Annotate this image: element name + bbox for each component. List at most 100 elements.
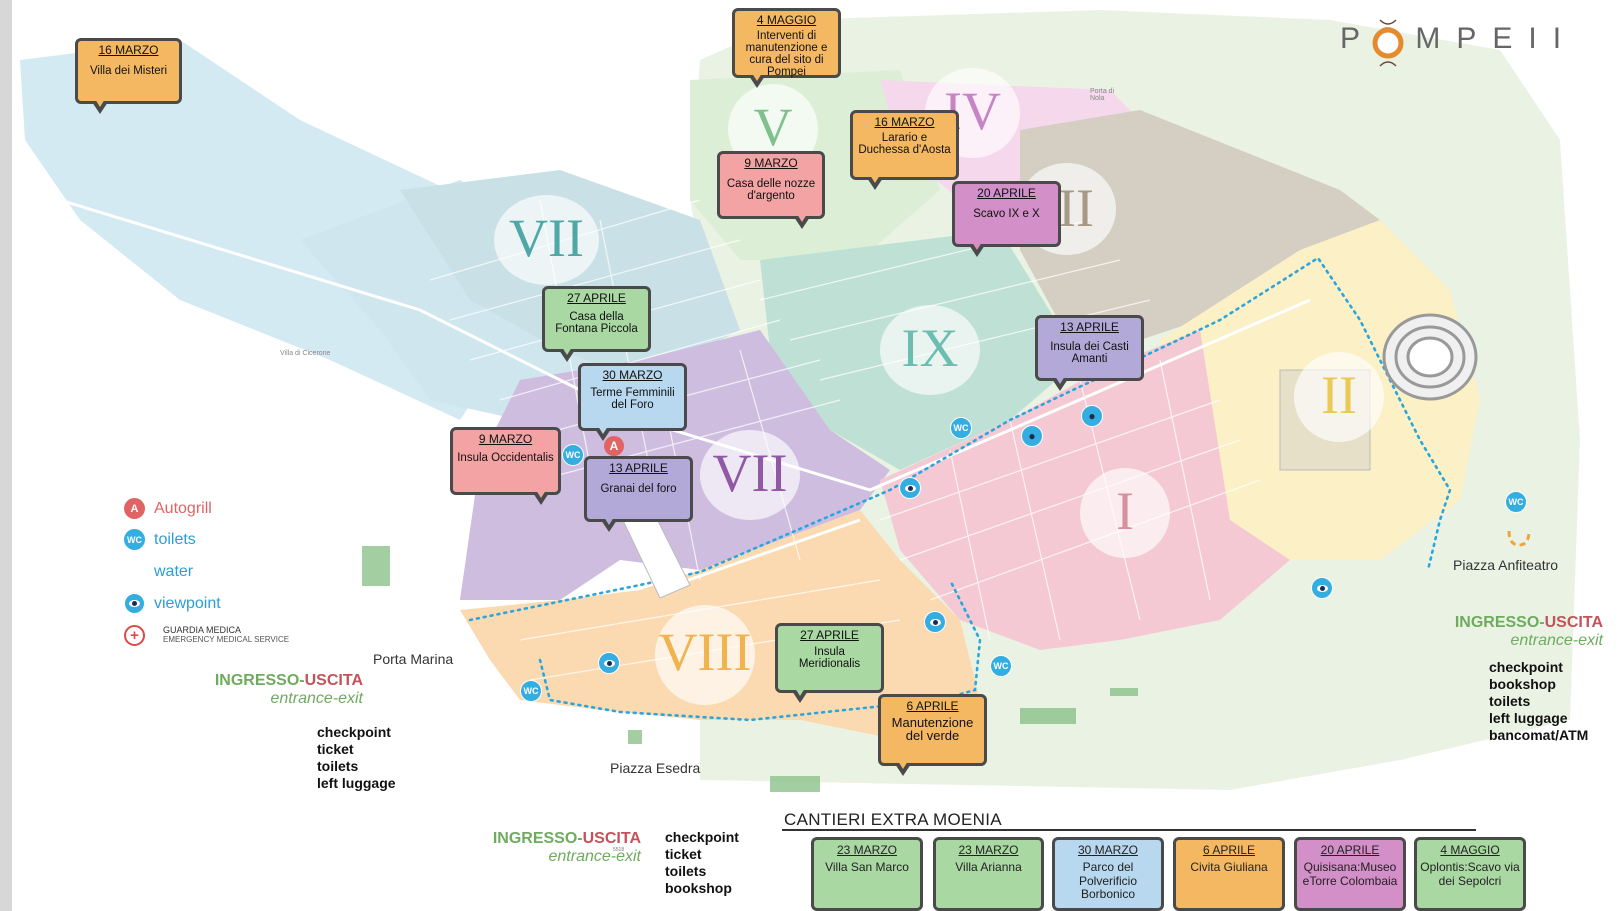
callout-fontana-piccola[interactable]: 27 APRILE Casa della Fontana Piccola xyxy=(542,286,651,362)
callout-title: Granai del foro xyxy=(600,482,677,495)
callout-title: Larario e Duchessa d'Aosta xyxy=(858,131,951,156)
entrance-piazza-esedra: INGRESSO-USCITA entrance-exit xyxy=(492,830,641,865)
eye-icon xyxy=(904,484,916,492)
callout-manutenzione-verde[interactable]: 6 APRILE Manutenzione del verde xyxy=(878,694,987,776)
callout-manutenzione-sito[interactable]: 4 MAGGIO Interventi di manutenzione e cu… xyxy=(732,8,841,88)
place-piazza-esedra: Piazza Esedra xyxy=(610,760,701,776)
wc-marker-anfiteatro[interactable]: WC xyxy=(1505,491,1527,513)
callout-larario[interactable]: 16 MARZO Larario e Duchessa d'Aosta xyxy=(850,110,959,190)
viewpoint-marker-vii[interactable] xyxy=(899,477,921,499)
entrance-anfiteatro: INGRESSO-USCITA entrance-exit xyxy=(1454,614,1603,649)
callout-title: Villa dei Misteri xyxy=(89,64,168,77)
legend-label: viewpoint xyxy=(154,594,221,612)
place-porta-marina: Porta Marina xyxy=(373,651,454,667)
legend-autogrill: A Autogrill xyxy=(124,498,212,519)
pompeii-logo: POMPEII xyxy=(1340,14,1570,74)
callout-insula-occidentalis[interactable]: 9 MARZO Insula Occidentalis xyxy=(450,427,561,505)
callout-title: Insula Meridionalis xyxy=(798,645,861,670)
region-viii-label: VIII xyxy=(645,605,765,705)
legend-label: Autogrill xyxy=(154,499,212,517)
wc-icon: WC xyxy=(124,529,145,550)
water-drop-icon xyxy=(124,561,145,582)
eye-icon xyxy=(1316,584,1328,592)
region-ii-label: II xyxy=(1294,352,1384,442)
callout-granai-foro[interactable]: 13 APRILE Granai del foro xyxy=(584,456,693,532)
legend-guardia-medica: + GUARDIA MEDICA EMERGENCY MEDICAL SERVI… xyxy=(124,625,289,646)
eye-icon xyxy=(124,593,145,614)
cantieri-title: CANTIERI EXTRA MOENIA xyxy=(784,810,1002,829)
callout-terme-femminili[interactable]: 30 MARZO Terme Femminili del Foro xyxy=(578,363,687,441)
viewpoint-marker-i[interactable] xyxy=(1311,577,1333,599)
callout-nozze-argento[interactable]: 9 MARZO Casa delle nozze d'argento xyxy=(717,151,825,229)
callout-villa-misteri[interactable]: 16 MARZO Villa dei Misteri xyxy=(75,38,182,114)
callout-date: 4 MAGGIO xyxy=(756,13,817,27)
region-i-label: I xyxy=(1080,468,1170,558)
cantieri-underline xyxy=(782,829,1476,831)
callout-date: 13 APRILE xyxy=(1060,320,1119,334)
anfiteatro-entrance-icon xyxy=(1507,530,1531,547)
region-vii-label: VII xyxy=(700,430,800,520)
walking-route xyxy=(468,256,1452,722)
callout-title: Manutenzione del verde xyxy=(891,714,974,744)
wc-marker-porta-marina[interactable]: WC xyxy=(520,680,542,702)
autogrill-marker[interactable]: A xyxy=(604,436,624,456)
callout-title: Insula dei Casti Amanti xyxy=(1050,340,1129,365)
callout-title: Scavo IX e X xyxy=(973,207,1040,220)
legend-viewpoint: viewpoint xyxy=(124,593,221,614)
eye-icon xyxy=(929,618,941,626)
place-villa-cicerone: Villa di Cicerone xyxy=(280,350,331,357)
callout-title: Interventi di manutenzione e cura del si… xyxy=(745,29,828,78)
viewpoint-marker-viii-west[interactable] xyxy=(598,652,620,674)
amphitheatre xyxy=(1382,313,1478,401)
wc-marker-forum[interactable]: WC xyxy=(562,444,584,466)
wc-marker-viii[interactable]: WC xyxy=(990,655,1012,677)
water-drop-icon: ● xyxy=(1088,409,1096,423)
region-ix-label: IX xyxy=(880,305,980,395)
legend-sublabel: EMERGENCY MEDICAL SERVICE xyxy=(163,635,290,644)
autogrill-icon: A xyxy=(124,498,145,519)
legend-water: water xyxy=(124,561,193,582)
water-drop-icon: ● xyxy=(1028,429,1036,443)
medical-cross-icon: + xyxy=(124,625,145,646)
callout-title: Casa della Fontana Piccola xyxy=(555,310,638,335)
legend-toilets: WC toilets xyxy=(124,529,196,550)
region-vii-north-label: VII xyxy=(494,195,599,285)
legend-label: water xyxy=(154,562,194,580)
callout-date: 27 APRILE xyxy=(800,628,859,642)
callout-date: 16 MARZO xyxy=(874,115,935,129)
tiny-note: 5518 xyxy=(613,847,625,853)
south-green-patches xyxy=(362,546,1138,792)
callout-insula-meridionalis[interactable]: 27 APRILE Insula Meridionalis xyxy=(775,623,884,703)
legend-label: GUARDIA MEDICA xyxy=(163,625,242,635)
water-marker-1[interactable]: ● xyxy=(1021,425,1043,447)
viewpoint-marker-viii-east[interactable] xyxy=(924,611,946,633)
callout-title: Insula Occidentalis xyxy=(457,451,554,464)
callout-date: 16 MARZO xyxy=(98,43,159,57)
entrance-porta-marina: INGRESSO-USCITA entrance-exit xyxy=(214,672,363,707)
callout-date: 20 APRILE xyxy=(977,186,1036,200)
left-margin-strip xyxy=(0,0,12,911)
logo-ring-icon xyxy=(1372,19,1404,67)
callout-date: 30 MARZO xyxy=(602,368,663,382)
legend-label: toilets xyxy=(154,530,196,548)
callout-casti-amanti[interactable]: 13 APRILE Insula dei Casti Amanti xyxy=(1035,315,1144,391)
callout-scavo-ix-x[interactable]: 20 APRILE Scavo IX e X xyxy=(952,181,1061,257)
callout-date: 13 APRILE xyxy=(609,461,668,475)
callout-date: 6 APRILE xyxy=(906,699,959,713)
water-marker-2[interactable]: ● xyxy=(1081,405,1103,427)
callout-date: 9 MARZO xyxy=(744,156,798,170)
callout-date: 9 MARZO xyxy=(478,432,533,446)
place-piazza-anfiteatro: Piazza Anfiteatro xyxy=(1453,557,1559,573)
wc-marker-ix[interactable]: WC xyxy=(950,417,972,439)
callout-title: Casa delle nozze d'argento xyxy=(726,177,816,202)
place-porta-nola: Porta di Nola xyxy=(1090,88,1115,102)
